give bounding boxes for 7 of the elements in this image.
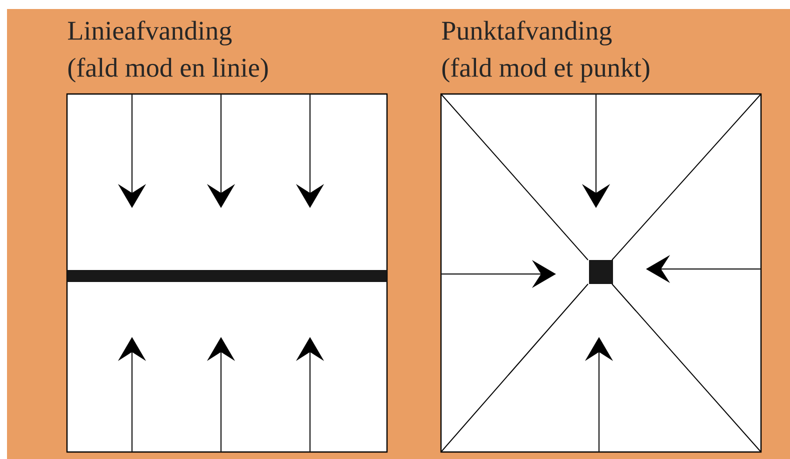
heading: Linieafvanding	[68, 20, 232, 46]
panel-box	[440, 93, 762, 453]
heading: Punktafvanding	[442, 20, 612, 46]
panel-box	[66, 93, 388, 453]
heading: (fald mod et punkt)	[442, 58, 650, 82]
drain-point	[589, 260, 613, 284]
heading: (fald mod en linie)	[68, 58, 268, 82]
